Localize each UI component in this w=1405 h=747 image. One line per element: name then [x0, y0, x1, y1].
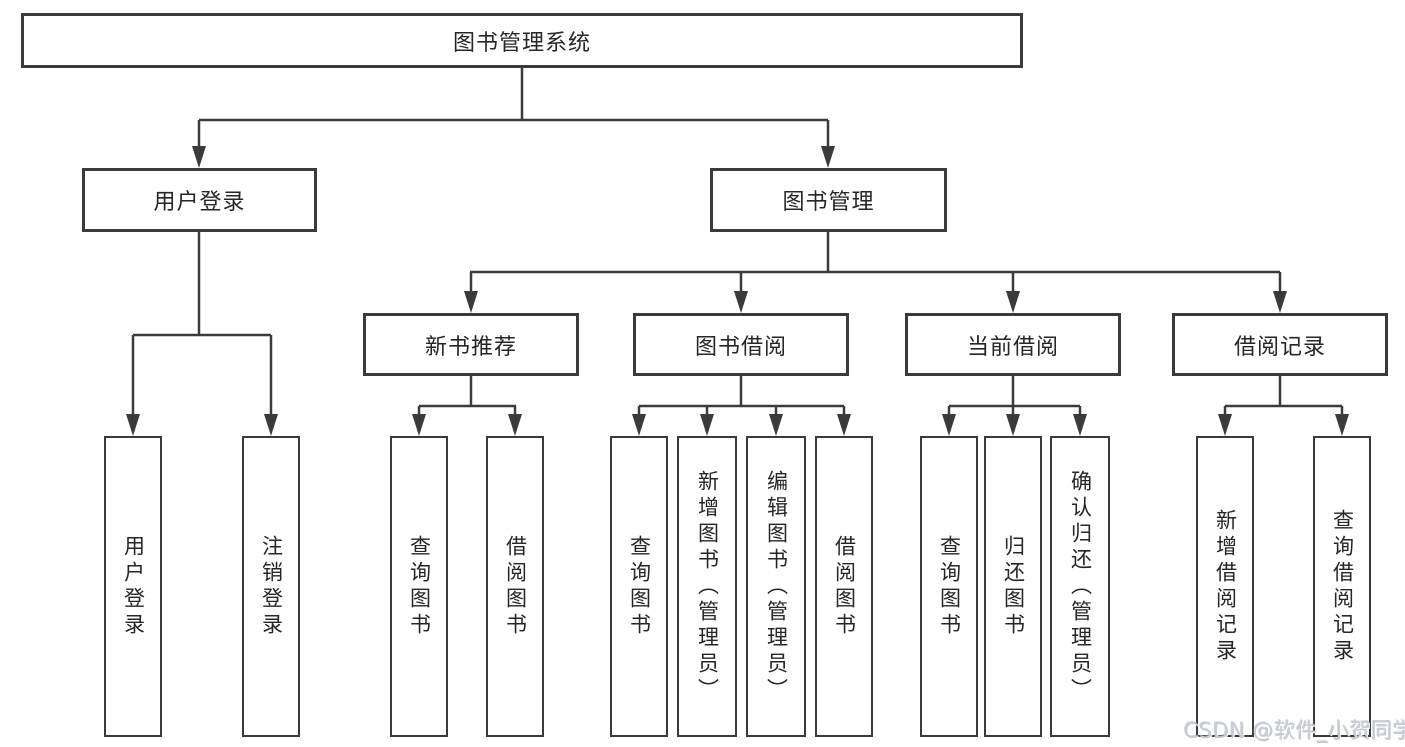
node-root: 图书管理系统	[21, 13, 1023, 68]
node-book-management: 图书管理	[710, 168, 947, 232]
node-new-book-recommend: 新书推荐	[363, 313, 579, 376]
node-current-borrowing-label: 当前借阅	[966, 334, 1059, 360]
leaf-user-login-label: 用户登录	[121, 534, 146, 639]
leaf-borrow-book-recommend: 借阅图书	[486, 436, 544, 737]
node-user-login-label: 用户登录	[153, 190, 246, 215]
node-root-label: 图书管理系统	[452, 30, 591, 56]
leaf-confirm-return-admin-label: 确认归还（管理员）	[1068, 469, 1093, 704]
leaf-add-book-admin: 新增图书（管理员）	[677, 436, 737, 737]
leaf-add-book-admin-label: 新增图书（管理员）	[695, 469, 720, 704]
leaf-edit-book-admin-label: 编辑图书（管理员）	[764, 469, 789, 704]
leaf-return-book-label: 归还图书	[1001, 534, 1026, 639]
leaf-return-book: 归还图书	[984, 436, 1042, 737]
leaf-query-book-recommend: 查询图书	[390, 436, 448, 737]
leaf-query-borrow-record-label: 查询借阅记录	[1330, 508, 1355, 665]
node-new-book-recommend-label: 新书推荐	[424, 334, 517, 360]
node-current-borrowing: 当前借阅	[905, 313, 1121, 376]
node-borrowing-records-label: 借阅记录	[1233, 334, 1326, 360]
leaf-edit-book-admin: 编辑图书（管理员）	[746, 436, 806, 737]
csdn-watermark: CSDN @软件_小贺同学	[1184, 719, 1405, 743]
node-book-borrowing-label: 图书借阅	[694, 334, 787, 360]
leaf-query-book-current-label: 查询图书	[937, 534, 962, 639]
leaf-query-book-current: 查询图书	[920, 436, 978, 737]
leaf-add-borrow-record: 新增借阅记录	[1196, 436, 1254, 737]
leaf-query-book-borrowing: 查询图书	[610, 436, 668, 737]
leaf-logout: 注销登录	[242, 436, 300, 737]
leaf-query-borrow-record: 查询借阅记录	[1313, 436, 1371, 737]
leaf-query-book-recommend-label: 查询图书	[407, 534, 432, 639]
node-book-borrowing: 图书借阅	[633, 313, 849, 376]
leaf-add-borrow-record-label: 新增借阅记录	[1213, 508, 1238, 665]
node-book-management-label: 图书管理	[782, 190, 875, 215]
leaf-logout-label: 注销登录	[259, 534, 284, 639]
node-user-login: 用户登录	[82, 168, 317, 232]
leaf-borrow-book-borrowing-label: 借阅图书	[832, 534, 857, 639]
node-borrowing-records: 借阅记录	[1172, 313, 1388, 376]
leaf-borrow-book-recommend-label: 借阅图书	[503, 534, 528, 639]
leaf-query-book-borrowing-label: 查询图书	[627, 534, 652, 639]
leaf-borrow-book-borrowing: 借阅图书	[815, 436, 873, 737]
leaf-user-login: 用户登录	[104, 436, 162, 737]
leaf-confirm-return-admin: 确认归还（管理员）	[1050, 436, 1110, 737]
